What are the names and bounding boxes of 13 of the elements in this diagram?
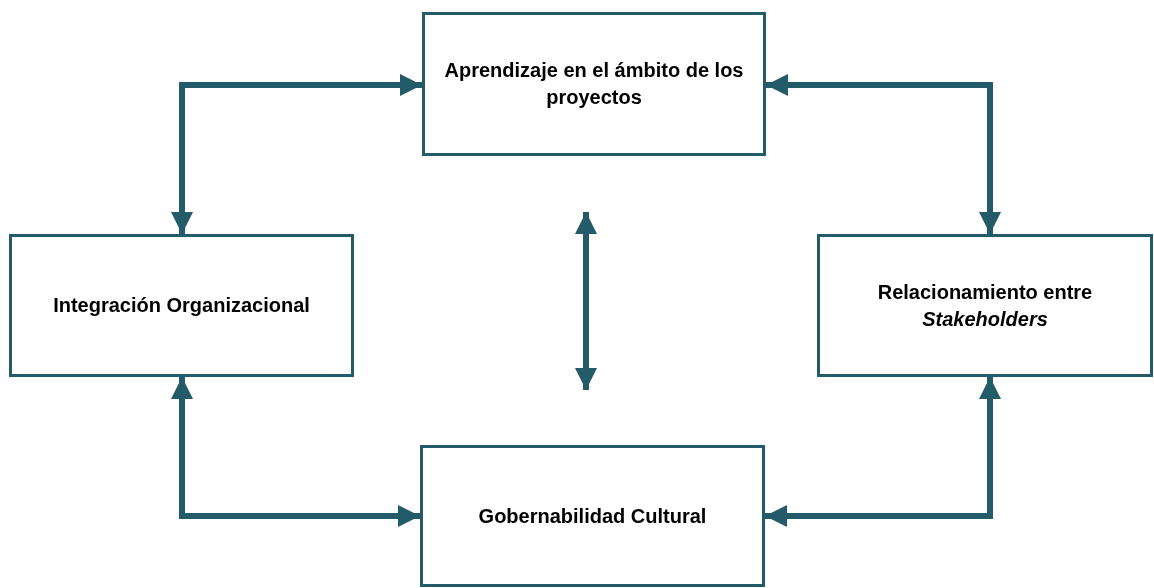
process-box <box>9 234 354 377</box>
box-label: Aprendizaje en el ámbito de los proyectos <box>443 58 745 110</box>
box-label: Gobernabilidad Cultural <box>478 503 707 529</box>
double-arrow <box>171 74 422 234</box>
box-label: Integración Organizacional <box>53 293 310 318</box>
process-box <box>422 12 766 156</box>
process-box <box>420 445 765 587</box>
process-box <box>817 234 1153 377</box>
double-arrow <box>575 212 597 390</box>
box-label: Relacionamiento entre Stakeholders <box>876 279 1094 332</box>
double-arrow <box>171 377 420 527</box>
double-arrow <box>765 377 1001 527</box>
double-arrow <box>766 74 1001 234</box>
